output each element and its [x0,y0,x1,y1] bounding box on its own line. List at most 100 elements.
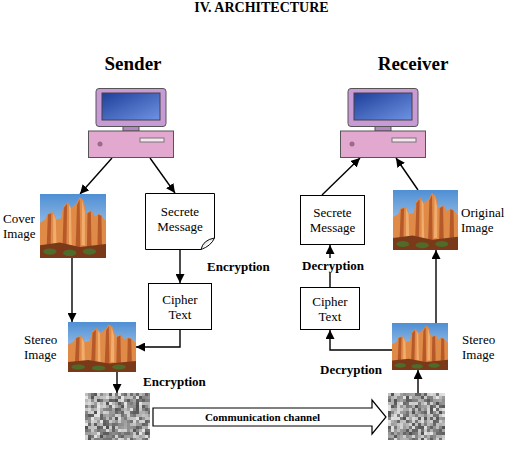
noise-pixel [406,414,409,417]
noise-pixel [433,435,436,438]
noise-pixel [442,402,445,405]
noise-pixel [430,435,433,438]
noise-pixel [127,411,130,414]
noise-pixel [394,411,397,414]
noise-pixel [439,402,442,405]
noise-pixel [391,438,394,440]
noise-pixel [109,408,112,411]
heading-holder: Receiver [343,52,483,76]
noise-pixel [439,435,442,438]
noise-pixel [133,426,136,429]
label-holder: Cover Image [3,211,39,241]
noise-pixel [433,408,436,411]
shrub [43,248,56,254]
noise-pixel [97,411,100,414]
noise-pixel [88,393,91,396]
noise-pixel [430,429,433,432]
party-heading: Receiver [343,52,483,76]
process-box: Secrete Message [300,195,365,245]
noise-pixel [91,411,94,414]
noise-pixel [433,426,436,429]
noise-pixel [412,414,415,417]
box-text-holder: Secrete Message [145,193,215,250]
noise-pixel [85,423,88,426]
noise-pixel [136,414,139,417]
noise-pixel [94,411,97,414]
shrub [396,241,409,247]
noise-pixel [106,417,109,420]
noise-pixel [391,402,394,405]
box-text: Cipher Text [154,292,206,322]
noise-pixel [142,432,145,435]
arrow-line [396,158,418,190]
noise-pixel [388,393,391,396]
noise-pixel [394,417,397,420]
noise-pixel [430,432,433,435]
noise-pixel [403,393,406,396]
noise-pixel [409,420,412,423]
noise-pixel [394,405,397,408]
noise-pixel [415,429,418,432]
noise-pixel [442,423,445,426]
noise-pixel [115,426,118,429]
noise-pixel [130,393,133,396]
noise-pixel [400,426,403,429]
noise-pixel [433,438,436,440]
noise-pixel [436,438,439,440]
noise-pixel [427,414,430,417]
noise-pixel [106,423,109,426]
noise-pixel [88,411,91,414]
noise-pixel [94,423,97,426]
noise-pixel [103,408,106,411]
image-label: Original Image [461,205,511,235]
rock-shadow [116,336,121,365]
noise-pixel [391,432,394,435]
noise-pixel [127,408,130,411]
noise-pixel [427,432,430,435]
box-text: Cipher Text [306,294,354,324]
rock-shadow [87,211,92,248]
noise-pixel [124,411,127,414]
edge-label: Decryption [300,258,366,273]
noise-pixel [100,405,103,408]
document-shape [146,194,215,250]
noise-pixel [142,408,145,411]
noise-pixel [427,411,430,414]
noise-pixel [418,429,421,432]
noise-pixel [439,396,442,399]
noise-pixel [127,420,130,423]
noise-pixel [121,411,124,414]
noise-pixel [403,429,406,432]
noise-pixel [88,399,91,402]
power-button [98,142,103,147]
noise-pixel [142,423,145,426]
noise-pixel [424,417,427,420]
noise-pixel [103,402,106,405]
noise-pixel [424,429,427,432]
noise-pixel [106,396,109,399]
noise-pixel [118,429,121,432]
noise-pixel [124,399,127,402]
rock-shadow [62,204,67,249]
noise-pixel [112,393,115,396]
rock-shadow [432,336,436,363]
noise-pixel [430,420,433,423]
noise-pixel [142,405,145,408]
noise-pixel [103,393,106,396]
noise-pixel [406,423,409,426]
noise-pixel [100,423,103,426]
noise-pixel [388,417,391,420]
noise-pixel [118,399,121,402]
noise-pixel [388,429,391,432]
noise-pixel [121,432,124,435]
rock-light [422,200,425,238]
noise-pixel [397,402,400,405]
noise-pixel [139,411,142,414]
noise-pixel [145,408,148,411]
noise-pixel [112,429,115,432]
noise-pixel [430,438,433,440]
noise-pixel [94,435,97,438]
rock-shadow [127,338,132,365]
noise-pixel [424,402,427,405]
noise-pixel [421,438,424,440]
